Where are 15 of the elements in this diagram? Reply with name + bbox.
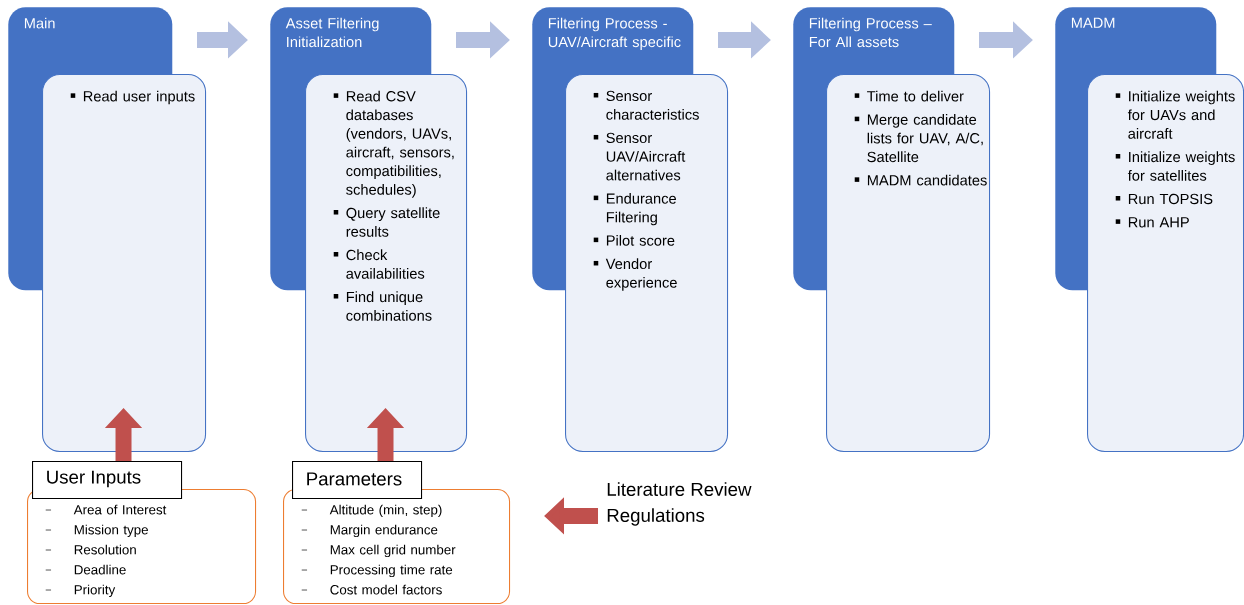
stage-card: Filtering Process – For All assets Time to deliver Merge candidate lists for UAV, A/C, Satellite MADM candidates xyxy=(793,7,991,453)
node-label: MADM xyxy=(1071,17,1115,28)
node-label: User Inputs xyxy=(47,470,141,488)
stage-card: Main Read user inputs xyxy=(8,7,207,453)
node-label: Filtering Process – For All assets xyxy=(809,17,932,48)
stage-card: Asset Filtering Initialization Read CSV databases (vendors, UAVs, aircraft, sensors, compatibilities, schedules) Query satellite results Check availabilities Find unique combinations xyxy=(270,7,468,453)
node-label: Parameters xyxy=(307,472,402,486)
stage-card: MADM Initialize weights for UAVs and aircraft Initialize weights for satellites Run TOPSIS Run AHP xyxy=(1055,7,1244,453)
note-text: Literature Review Regulations xyxy=(607,482,752,526)
input-card: User Inputs Area of Interest Mission type Resolution Deadline Priority xyxy=(27,461,257,605)
node-label: Asset Filtering Initialization xyxy=(285,17,379,48)
node-label: Filtering Process - UAV/Aircraft specific xyxy=(548,17,681,51)
input-card: Parameters Altitude (min, step) Margin endurance Max cell grid number Processing time rate Cost model factors xyxy=(283,461,511,605)
node-label: Main xyxy=(24,17,55,29)
stage-card: Filtering Process - UAV/Aircraft specific Sensor characteristics Sensor UAV/Aircraft alternatives Endurance Filtering Pilot score Vendor experience xyxy=(532,7,729,453)
